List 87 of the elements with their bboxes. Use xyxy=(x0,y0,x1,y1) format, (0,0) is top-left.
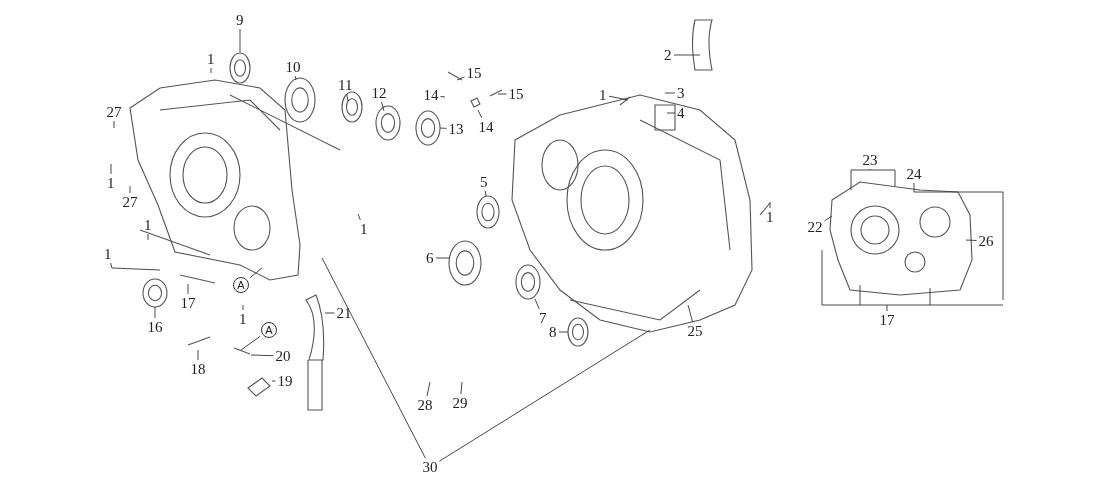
callout-number: 15 xyxy=(507,86,525,102)
callout-number: 1 xyxy=(238,311,248,327)
callout-number: 1 xyxy=(106,175,116,191)
callout-number: 24 xyxy=(905,166,923,182)
leader-line xyxy=(673,54,701,56)
leader-line xyxy=(664,92,676,94)
leader-line xyxy=(240,335,261,351)
callout-number: 3 xyxy=(676,85,686,101)
leader-line xyxy=(110,163,112,175)
leader-line xyxy=(129,185,131,194)
callout-number: 15 xyxy=(465,65,483,81)
leader-line xyxy=(608,95,629,101)
callout-number: 12 xyxy=(370,85,388,101)
leader-line xyxy=(497,93,507,95)
leader-line xyxy=(824,215,833,222)
leader-line xyxy=(357,213,361,221)
callout-number: 30 xyxy=(421,459,439,475)
leader-line xyxy=(477,109,483,119)
leader-line xyxy=(439,127,447,129)
leader-line xyxy=(850,168,896,191)
leader-line xyxy=(271,380,276,382)
leader-line xyxy=(534,298,540,310)
leader-line xyxy=(460,381,463,395)
leader-line xyxy=(324,312,335,314)
leader-line xyxy=(439,329,651,462)
leader-line xyxy=(456,76,465,81)
leader-line xyxy=(965,239,977,241)
leader-line xyxy=(147,233,149,241)
leader-line xyxy=(187,283,189,295)
callout-number: 20 xyxy=(274,348,292,364)
callout-number: 16 xyxy=(146,319,164,335)
leader-line xyxy=(666,112,676,114)
leader-line xyxy=(154,306,156,319)
callout-number: 1 xyxy=(206,51,216,67)
callout-number: 6 xyxy=(425,250,435,266)
callout-number: 1 xyxy=(103,246,113,262)
callout-number: 17 xyxy=(878,312,896,328)
callout-number: 11 xyxy=(337,77,354,93)
callout-number: 26 xyxy=(977,233,995,249)
leader-line xyxy=(558,331,569,333)
callout-number: 9 xyxy=(235,12,245,28)
leader-line xyxy=(769,201,771,209)
leader-line xyxy=(913,182,1004,301)
callout-number: 10 xyxy=(284,59,302,75)
callout-number: 1 xyxy=(765,209,775,225)
callout-number: 29 xyxy=(451,395,469,411)
leader-line xyxy=(294,75,297,81)
callout-number: 14 xyxy=(477,119,495,135)
callout-number: 23 xyxy=(861,152,879,168)
leader-line xyxy=(821,249,1004,312)
callout-number: 4 xyxy=(676,105,686,121)
callout-number: 28 xyxy=(416,397,434,413)
callout-number: 1 xyxy=(359,221,369,237)
leader-line xyxy=(381,101,385,112)
leader-line xyxy=(249,267,263,279)
callout-number: 13 xyxy=(447,121,465,137)
callout-number: 27 xyxy=(105,104,123,120)
callout-number: 25 xyxy=(686,323,704,339)
callout-number: 1 xyxy=(598,87,608,103)
leader-line xyxy=(239,28,241,53)
callout-number: 21 xyxy=(335,305,353,321)
leader-line xyxy=(346,93,349,102)
leader-line xyxy=(250,354,274,357)
leader-line xyxy=(210,67,212,74)
leader-line xyxy=(113,120,115,129)
leader-line xyxy=(321,257,426,459)
reference-marker: A xyxy=(261,322,277,338)
leader-line xyxy=(484,190,487,197)
callout-number: 8 xyxy=(548,324,558,340)
callout-number: 1 xyxy=(143,217,153,233)
callout-number: 17 xyxy=(179,295,197,311)
leader-line xyxy=(426,381,431,397)
callout-number: 5 xyxy=(479,174,489,190)
leader-line xyxy=(110,262,161,271)
callout-number: 22 xyxy=(806,219,824,235)
callout-number: 27 xyxy=(121,194,139,210)
callout-number: 2 xyxy=(663,47,673,63)
callout-number: 7 xyxy=(538,310,548,326)
leader-line xyxy=(440,95,446,98)
reference-marker: A xyxy=(233,277,249,293)
leader-line xyxy=(242,304,244,311)
leader-line xyxy=(435,257,450,259)
leader-line xyxy=(687,304,694,323)
callout-number: 18 xyxy=(189,361,207,377)
leader-line xyxy=(197,349,199,361)
callout-number: 14 xyxy=(422,87,440,103)
callout-number: 19 xyxy=(276,373,294,389)
